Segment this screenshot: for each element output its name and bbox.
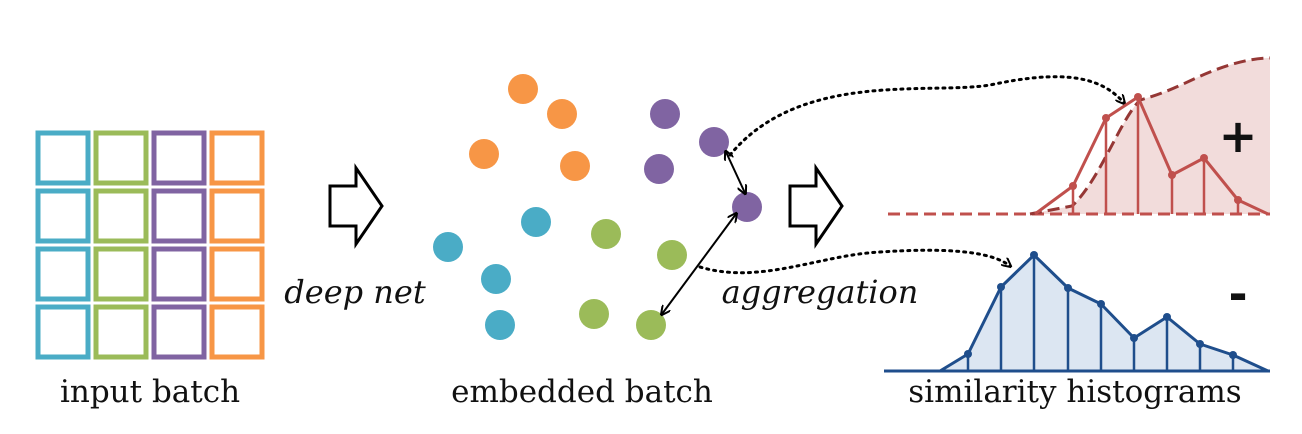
embedding-point-orange — [560, 151, 590, 181]
positive-histogram-nodes — [1069, 93, 1242, 204]
negative-histogram-nodes — [964, 251, 1237, 359]
input-sample-orange — [209, 188, 265, 244]
input-sample-green — [93, 246, 149, 302]
embedding-point-green — [591, 219, 621, 249]
input-sample-green — [93, 304, 149, 360]
input-sample-green — [93, 130, 149, 186]
embedded-batch-points — [433, 74, 762, 340]
input-sample-purple — [151, 246, 207, 302]
embedding-point-purple — [699, 127, 729, 157]
aggregation-label: aggregation — [722, 273, 919, 311]
embedding-point-green — [636, 310, 666, 340]
block-arrow-right-icon — [788, 163, 844, 249]
embedding-point-green — [579, 299, 609, 329]
input-batch-label: input batch — [60, 374, 240, 410]
embedding-point-orange — [547, 99, 577, 129]
input-sample-orange — [209, 246, 265, 302]
input-sample-orange — [209, 130, 265, 186]
input-sample-green — [93, 188, 149, 244]
positive-histogram: + — [888, 56, 1271, 216]
input-sample-blue — [35, 304, 91, 360]
negative-aggregation-curve — [698, 248, 1010, 275]
positive-cumulative-curve — [1029, 56, 1271, 216]
negative-histogram-fill — [940, 255, 1268, 371]
input-sample-blue — [35, 188, 91, 244]
embedding-point-blue — [521, 207, 551, 237]
embedding-point-purple — [650, 99, 680, 129]
embedding-point-blue — [433, 232, 463, 262]
positive-sign: + — [1219, 109, 1258, 163]
positive-histogram-stems — [1071, 97, 1240, 214]
input-sample-orange — [209, 304, 265, 360]
input-sample-blue — [35, 246, 91, 302]
positive-aggregation-curve — [728, 75, 1124, 157]
input-sample-purple — [151, 188, 207, 244]
embedding-point-orange — [469, 139, 499, 169]
embedding-point-green — [657, 240, 687, 270]
embedding-point-purple — [644, 154, 674, 184]
input-sample-purple — [151, 130, 207, 186]
embedding-point-purple — [732, 192, 762, 222]
negative-histogram-stems — [966, 255, 1235, 371]
positive-cumulative-fill — [1030, 58, 1270, 214]
embedding-point-orange — [508, 74, 538, 104]
input-sample-purple — [151, 304, 207, 360]
short-distance-arrow — [726, 152, 745, 193]
embedding-point-blue — [485, 310, 515, 340]
similarity-histograms-label: similarity histograms — [908, 374, 1241, 410]
embedding-point-blue — [481, 264, 511, 294]
negative-histogram: - — [884, 251, 1270, 373]
long-distance-arrow — [662, 214, 736, 314]
block-arrow-right-icon — [328, 163, 384, 249]
deep-net-label: deep net — [284, 273, 426, 311]
negative-sign: - — [1228, 267, 1247, 321]
input-batch-grid — [35, 130, 265, 360]
positive-histogram-line — [1034, 95, 1269, 216]
input-sample-blue — [35, 130, 91, 186]
embedded-batch-label: embedded batch — [451, 374, 713, 410]
